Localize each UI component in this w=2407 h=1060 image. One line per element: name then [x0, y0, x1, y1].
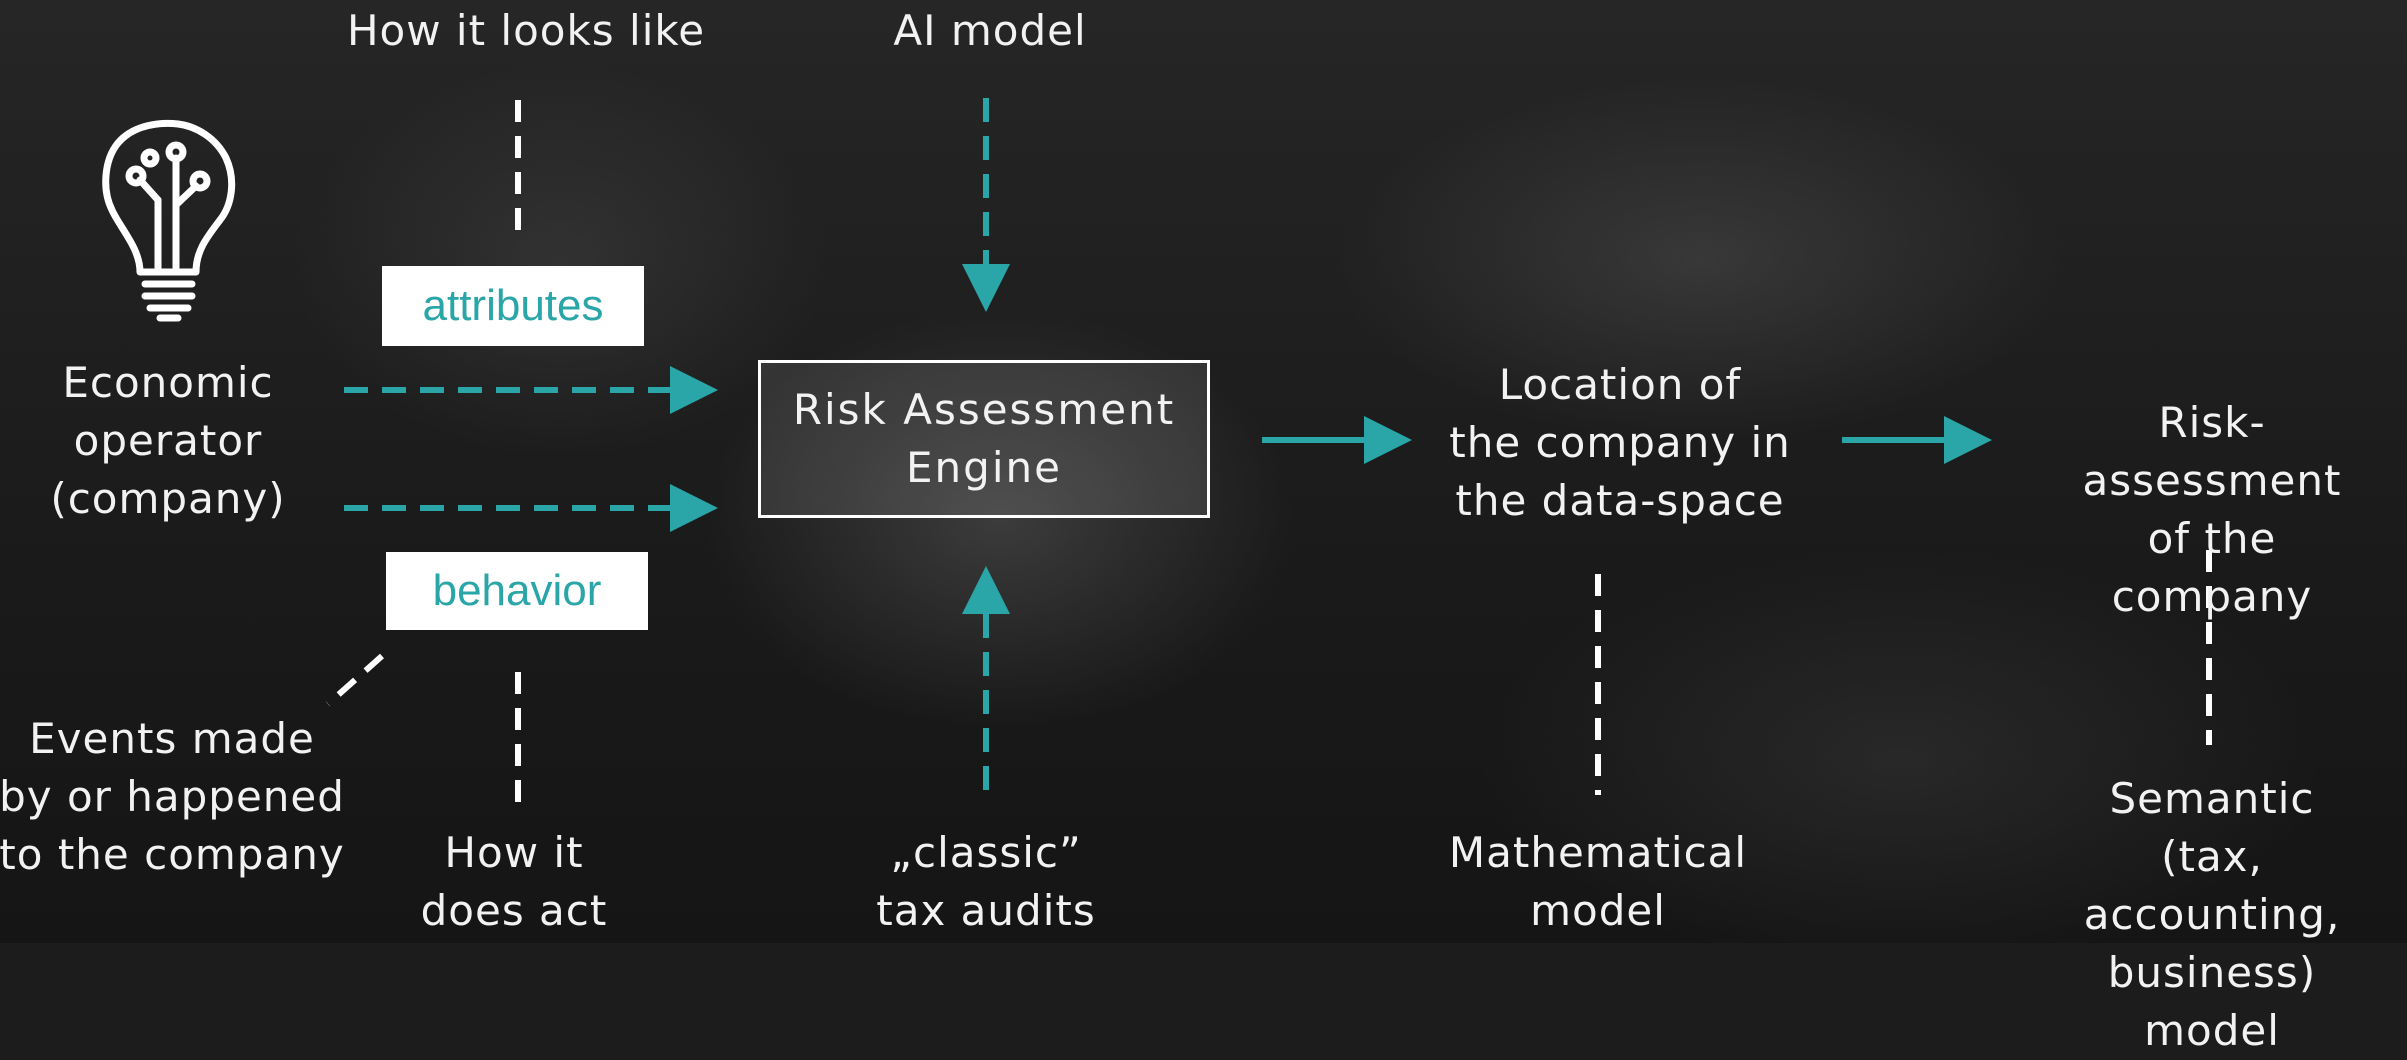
how-looks-label: How it looks like	[346, 6, 706, 55]
risk-assessment-engine-box: Risk Assessment Engine	[758, 360, 1210, 518]
attributes-tag: attributes	[382, 266, 644, 346]
engine-label: Risk Assessment Engine	[792, 385, 1176, 492]
semantic-model-label: Semantic (tax, accounting, business) mod…	[2083, 774, 2341, 1055]
location-label: Location of the company in the data-spac…	[1449, 360, 1791, 525]
events-label: Events made by or happened to the compan…	[0, 714, 345, 879]
classic-audits-label: „classic” tax audits	[876, 828, 1096, 935]
white-dashed-connectors	[326, 100, 2212, 805]
lightbulb-circuit-icon	[102, 119, 236, 322]
math-model-label: Mathematical model	[1448, 828, 1748, 935]
ai-model-label: AI model	[893, 6, 1087, 55]
events-connector	[326, 653, 384, 707]
engine-photo-background	[0, 0, 2407, 943]
how-act-label: How it does act	[420, 828, 608, 935]
risk-assessment-label: Risk-assessment of the company	[2082, 398, 2342, 621]
economic-operator-label: Economic operator (company)	[50, 358, 286, 523]
behavior-tag: behavior	[386, 552, 648, 630]
teal-dashed-arrows	[344, 98, 1010, 790]
connector-layer	[102, 98, 2212, 805]
